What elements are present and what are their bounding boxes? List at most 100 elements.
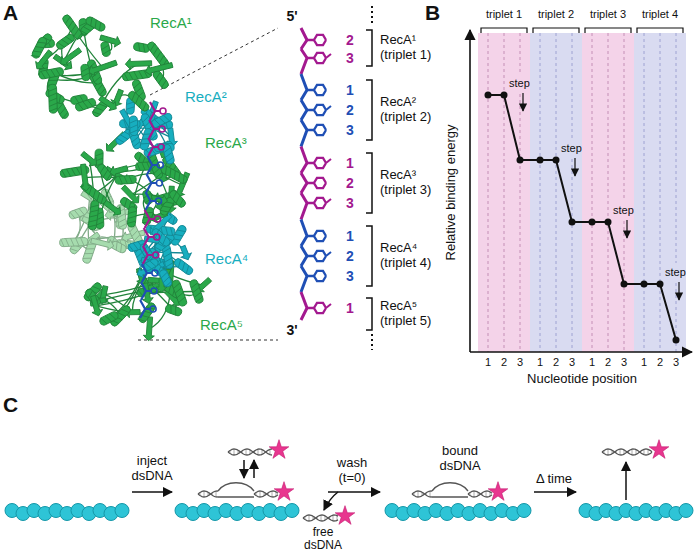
helix-turn bbox=[81, 68, 89, 72]
reca-monomer bbox=[285, 504, 299, 518]
fluorophore-star bbox=[649, 440, 669, 459]
dsdna bbox=[602, 440, 669, 459]
helix-turn bbox=[118, 244, 124, 252]
helix-turn bbox=[70, 246, 78, 253]
figure-label: step bbox=[613, 204, 634, 217]
helix-body bbox=[139, 128, 153, 151]
dna-backbone bbox=[140, 300, 145, 318]
panel-a-art bbox=[31, 6, 372, 350]
position-guide bbox=[660, 33, 661, 352]
helix bbox=[115, 175, 136, 184]
figure-label: RecA³ bbox=[205, 134, 247, 151]
nucleotide-backbone bbox=[301, 120, 307, 147]
helix-turn bbox=[170, 227, 174, 235]
helix-body bbox=[129, 116, 138, 136]
helix-body bbox=[171, 279, 188, 307]
position-guide bbox=[556, 33, 557, 352]
helix-turn bbox=[119, 224, 127, 228]
strand bbox=[119, 183, 142, 207]
figure-label: RecA⁴ (triplet 4) bbox=[380, 241, 440, 271]
helix bbox=[109, 304, 132, 327]
helix-turn bbox=[62, 38, 69, 46]
helix-turn bbox=[66, 21, 74, 28]
helix-turn bbox=[180, 175, 186, 183]
panel-b-art bbox=[470, 28, 692, 352]
figure-label: bound dsDNA bbox=[434, 444, 486, 474]
dna-strand bbox=[468, 491, 492, 497]
helix-turn bbox=[131, 230, 140, 236]
strand bbox=[178, 244, 194, 262]
step-arrow bbox=[626, 220, 627, 238]
dna-strand bbox=[254, 491, 278, 497]
reca-filament bbox=[385, 504, 531, 521]
helix-turn bbox=[172, 171, 178, 179]
reca-filament bbox=[579, 504, 693, 521]
triplet-band bbox=[478, 33, 530, 352]
dna-rung bbox=[216, 491, 217, 497]
helix-turn bbox=[128, 244, 133, 253]
fluorophore-star bbox=[335, 506, 355, 525]
helix-body bbox=[61, 13, 83, 40]
helix-turn bbox=[118, 311, 126, 319]
figure-label: step bbox=[561, 142, 582, 155]
helix-turn bbox=[139, 70, 143, 78]
figure-label: 3' bbox=[286, 322, 297, 338]
y-axis bbox=[469, 30, 471, 352]
strand-arrow bbox=[97, 93, 119, 113]
figure-label: B bbox=[425, 1, 440, 25]
position-guide bbox=[624, 33, 625, 201]
helix-body bbox=[80, 64, 90, 81]
helix-body bbox=[158, 268, 172, 287]
helix-body bbox=[159, 164, 188, 185]
element-group bbox=[60, 130, 193, 231]
strand-arrow bbox=[57, 45, 83, 68]
helix-turn bbox=[148, 44, 156, 51]
helix bbox=[150, 227, 171, 248]
helix-turn bbox=[92, 109, 100, 117]
strand-arrow bbox=[99, 32, 122, 48]
figure-label: 2 bbox=[346, 102, 354, 118]
position-guide bbox=[488, 33, 489, 352]
nucleotide-base bbox=[314, 35, 326, 45]
helix-turn bbox=[128, 215, 136, 219]
helix-turn bbox=[173, 307, 179, 316]
helix bbox=[139, 128, 153, 151]
helix-turn bbox=[71, 238, 74, 246]
helix-turn bbox=[160, 272, 169, 278]
helix-body bbox=[85, 16, 107, 33]
helix-turn bbox=[133, 82, 142, 88]
step-arrow bbox=[678, 282, 679, 300]
helix-turn bbox=[58, 41, 65, 49]
nucleotide-backbone bbox=[301, 193, 307, 220]
helix-turn bbox=[154, 118, 160, 127]
helix-turn bbox=[164, 281, 173, 287]
helix-body bbox=[100, 41, 111, 57]
figure-label: 1 bbox=[537, 356, 543, 369]
helix-turn bbox=[31, 53, 39, 59]
helix-turn bbox=[96, 84, 104, 91]
helix-turn bbox=[95, 153, 103, 156]
helix-turn bbox=[129, 72, 133, 80]
dna-base-ring bbox=[150, 306, 156, 312]
helix-turn bbox=[132, 142, 141, 147]
strand-arrow bbox=[144, 60, 173, 77]
helix-turn bbox=[159, 116, 165, 125]
helix bbox=[80, 64, 90, 81]
figure-label: free dsDNA bbox=[300, 526, 346, 552]
helix-body bbox=[127, 206, 137, 227]
helix-turn bbox=[61, 112, 69, 119]
nucleotide-backbone bbox=[301, 49, 307, 74]
dna-ladder bbox=[301, 28, 331, 320]
helix-body bbox=[88, 200, 100, 230]
figure-label: RecA² bbox=[185, 88, 227, 105]
helix-turn bbox=[93, 76, 102, 82]
helix-turn bbox=[81, 238, 84, 246]
helix-turn bbox=[133, 242, 138, 251]
displaced-strand bbox=[432, 483, 468, 491]
helix-turn bbox=[195, 297, 204, 302]
nucleotide-backbone bbox=[301, 173, 307, 193]
bracket-dots bbox=[371, 6, 373, 26]
helix-turn bbox=[168, 305, 174, 314]
helix-turn bbox=[177, 227, 185, 234]
helix-turn bbox=[83, 101, 88, 110]
